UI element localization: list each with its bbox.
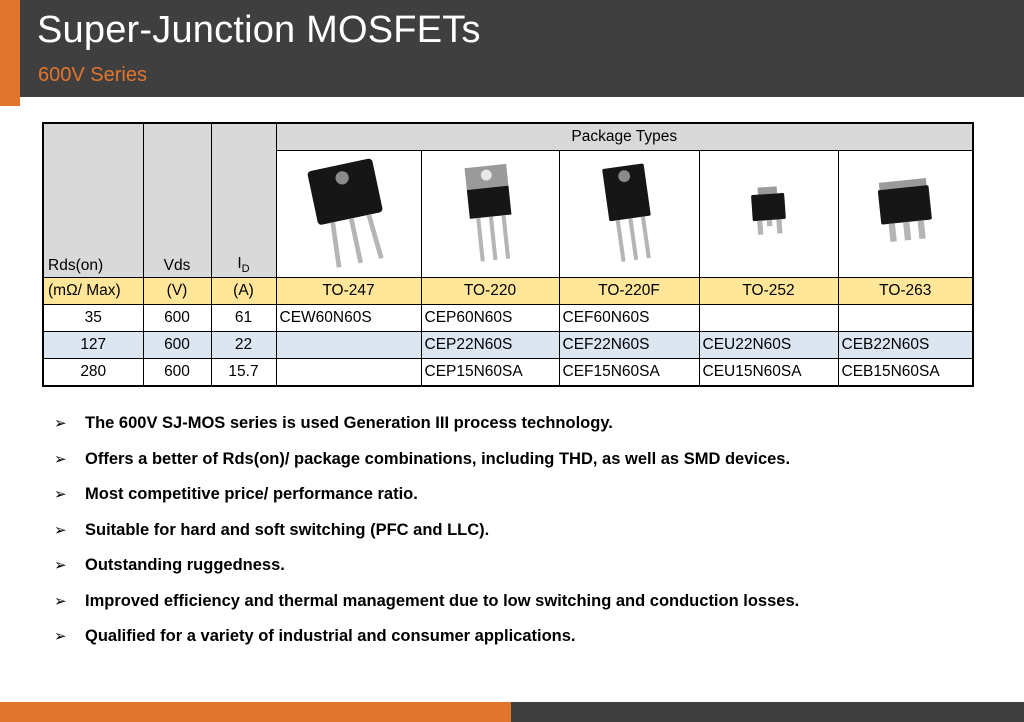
- mosfet-spec-table: Rds(on) Vds ID Package Types: [42, 122, 975, 387]
- id-unit-cell: (A): [210, 277, 277, 305]
- package-name-cell: TO-252: [698, 277, 839, 305]
- package-name-cell: TO-263: [837, 277, 974, 305]
- list-item: ➢ Most competitive price/ performance rat…: [54, 484, 989, 506]
- col-header-rds: Rds(on): [42, 122, 144, 278]
- list-item: ➢ Improved efficiency and thermal managem…: [54, 591, 989, 613]
- package-image-cell: [275, 150, 422, 278]
- part-number-cell: CEP22N60S: [420, 331, 560, 359]
- id-subscript: D: [241, 263, 250, 275]
- id-label: I: [237, 254, 242, 272]
- to-220f-package-icon: [602, 163, 651, 262]
- footer-accent-bar: [0, 702, 511, 722]
- bullet-text: Outstanding ruggedness.: [85, 556, 285, 574]
- part-number-cell: CEF60N60S: [558, 304, 700, 332]
- to-252-package-icon: [750, 186, 786, 235]
- package-name-cell: TO-247: [275, 277, 422, 305]
- part-number-cell: [275, 331, 422, 359]
- vds-value-cell: 600: [142, 358, 212, 387]
- vds-label: Vds: [163, 257, 191, 274]
- bullet-text: Suitable for hard and soft switching (PF…: [85, 520, 490, 539]
- rds-value-cell: 127: [42, 331, 144, 359]
- slide-title: Super-Junction MOSFETs: [37, 9, 481, 51]
- rds-value-cell: 280: [42, 358, 144, 387]
- rds-unit-cell: (mΩ/ Max): [42, 277, 144, 305]
- id-value-cell: 61: [210, 304, 277, 332]
- footer-dark-bar: [511, 702, 1024, 722]
- bullet-text: Offers a better of Rds(on)/ package comb…: [85, 449, 791, 468]
- feature-bullet-list: ➢ The 600V SJ-MOS series is used Generati…: [54, 413, 989, 662]
- rds-value-cell: 35: [42, 304, 144, 332]
- vds-unit-cell: (V): [142, 277, 212, 305]
- vds-value-cell: 600: [142, 331, 212, 359]
- col-header-id: ID: [210, 122, 277, 278]
- part-number-cell: CEF22N60S: [558, 331, 700, 359]
- to-247-package-icon: [307, 158, 384, 268]
- part-number-cell: CEB15N60SA: [837, 358, 974, 387]
- table-row: 35 600 61 CEW60N60S CEP60N60S CEF60N60S: [42, 304, 974, 332]
- part-number-cell: [698, 304, 839, 332]
- part-number-cell: CEP15N60SA: [420, 358, 560, 387]
- slide-header: Super-Junction MOSFETs 600V Series: [0, 0, 1024, 97]
- table-row: 127 600 22 CEP22N60S CEF22N60S CEU22N60S…: [42, 331, 974, 359]
- part-number-cell: [275, 358, 422, 387]
- part-number-cell: [837, 304, 974, 332]
- list-item: ➢ The 600V SJ-MOS series is used Generati…: [54, 413, 989, 435]
- rds-label: Rds(on): [48, 257, 104, 274]
- accent-strip: [0, 0, 20, 106]
- part-number-cell: CEU22N60S: [698, 331, 839, 359]
- part-number-cell: CEF15N60SA: [558, 358, 700, 387]
- package-image-cell: [558, 150, 700, 278]
- bullet-arrow-icon: ➢: [54, 557, 67, 574]
- bullet-arrow-icon: ➢: [54, 521, 67, 539]
- package-image-cell: [420, 150, 560, 278]
- list-item: ➢ Suitable for hard and soft switching (P…: [54, 520, 989, 542]
- to-263-package-icon: [878, 177, 933, 243]
- part-number-cell: CEW60N60S: [275, 304, 422, 332]
- part-number-cell: CEB22N60S: [837, 331, 974, 359]
- bullet-arrow-icon: ➢: [54, 486, 67, 503]
- package-image-cell: [837, 150, 974, 278]
- slide-subtitle: 600V Series: [38, 64, 147, 86]
- bullet-text: The 600V SJ-MOS series is used Generatio…: [85, 414, 613, 432]
- bullet-arrow-icon: ➢: [54, 415, 67, 432]
- package-name-cell: TO-220: [420, 277, 560, 305]
- list-item: ➢ Outstanding ruggedness.: [54, 555, 989, 577]
- list-item: ➢ Qualified for a variety of industrial a…: [54, 626, 989, 648]
- bullet-arrow-icon: ➢: [54, 592, 67, 610]
- part-number-cell: CEP60N60S: [420, 304, 560, 332]
- col-header-vds: Vds: [142, 122, 212, 278]
- package-types-header: Package Types: [275, 122, 974, 151]
- list-item: ➢ Offers a better of Rds(on)/ package com…: [54, 449, 989, 471]
- part-number-cell: CEU15N60SA: [698, 358, 839, 387]
- table-row: 280 600 15.7 CEP15N60SA CEF15N60SA CEU15…: [42, 358, 974, 387]
- bullet-arrow-icon: ➢: [54, 450, 67, 468]
- bullet-text: Most competitive price/ performance rati…: [85, 485, 418, 503]
- bullet-text: Qualified for a variety of industrial an…: [85, 627, 576, 645]
- package-name-cell: TO-220F: [558, 277, 700, 305]
- id-value-cell: 22: [210, 331, 277, 359]
- id-value-cell: 15.7: [210, 358, 277, 387]
- to-220-package-icon: [464, 163, 512, 262]
- bullet-arrow-icon: ➢: [54, 628, 67, 645]
- bullet-text: Improved efficiency and thermal manageme…: [85, 591, 800, 610]
- package-image-cell: [698, 150, 839, 278]
- vds-value-cell: 600: [142, 304, 212, 332]
